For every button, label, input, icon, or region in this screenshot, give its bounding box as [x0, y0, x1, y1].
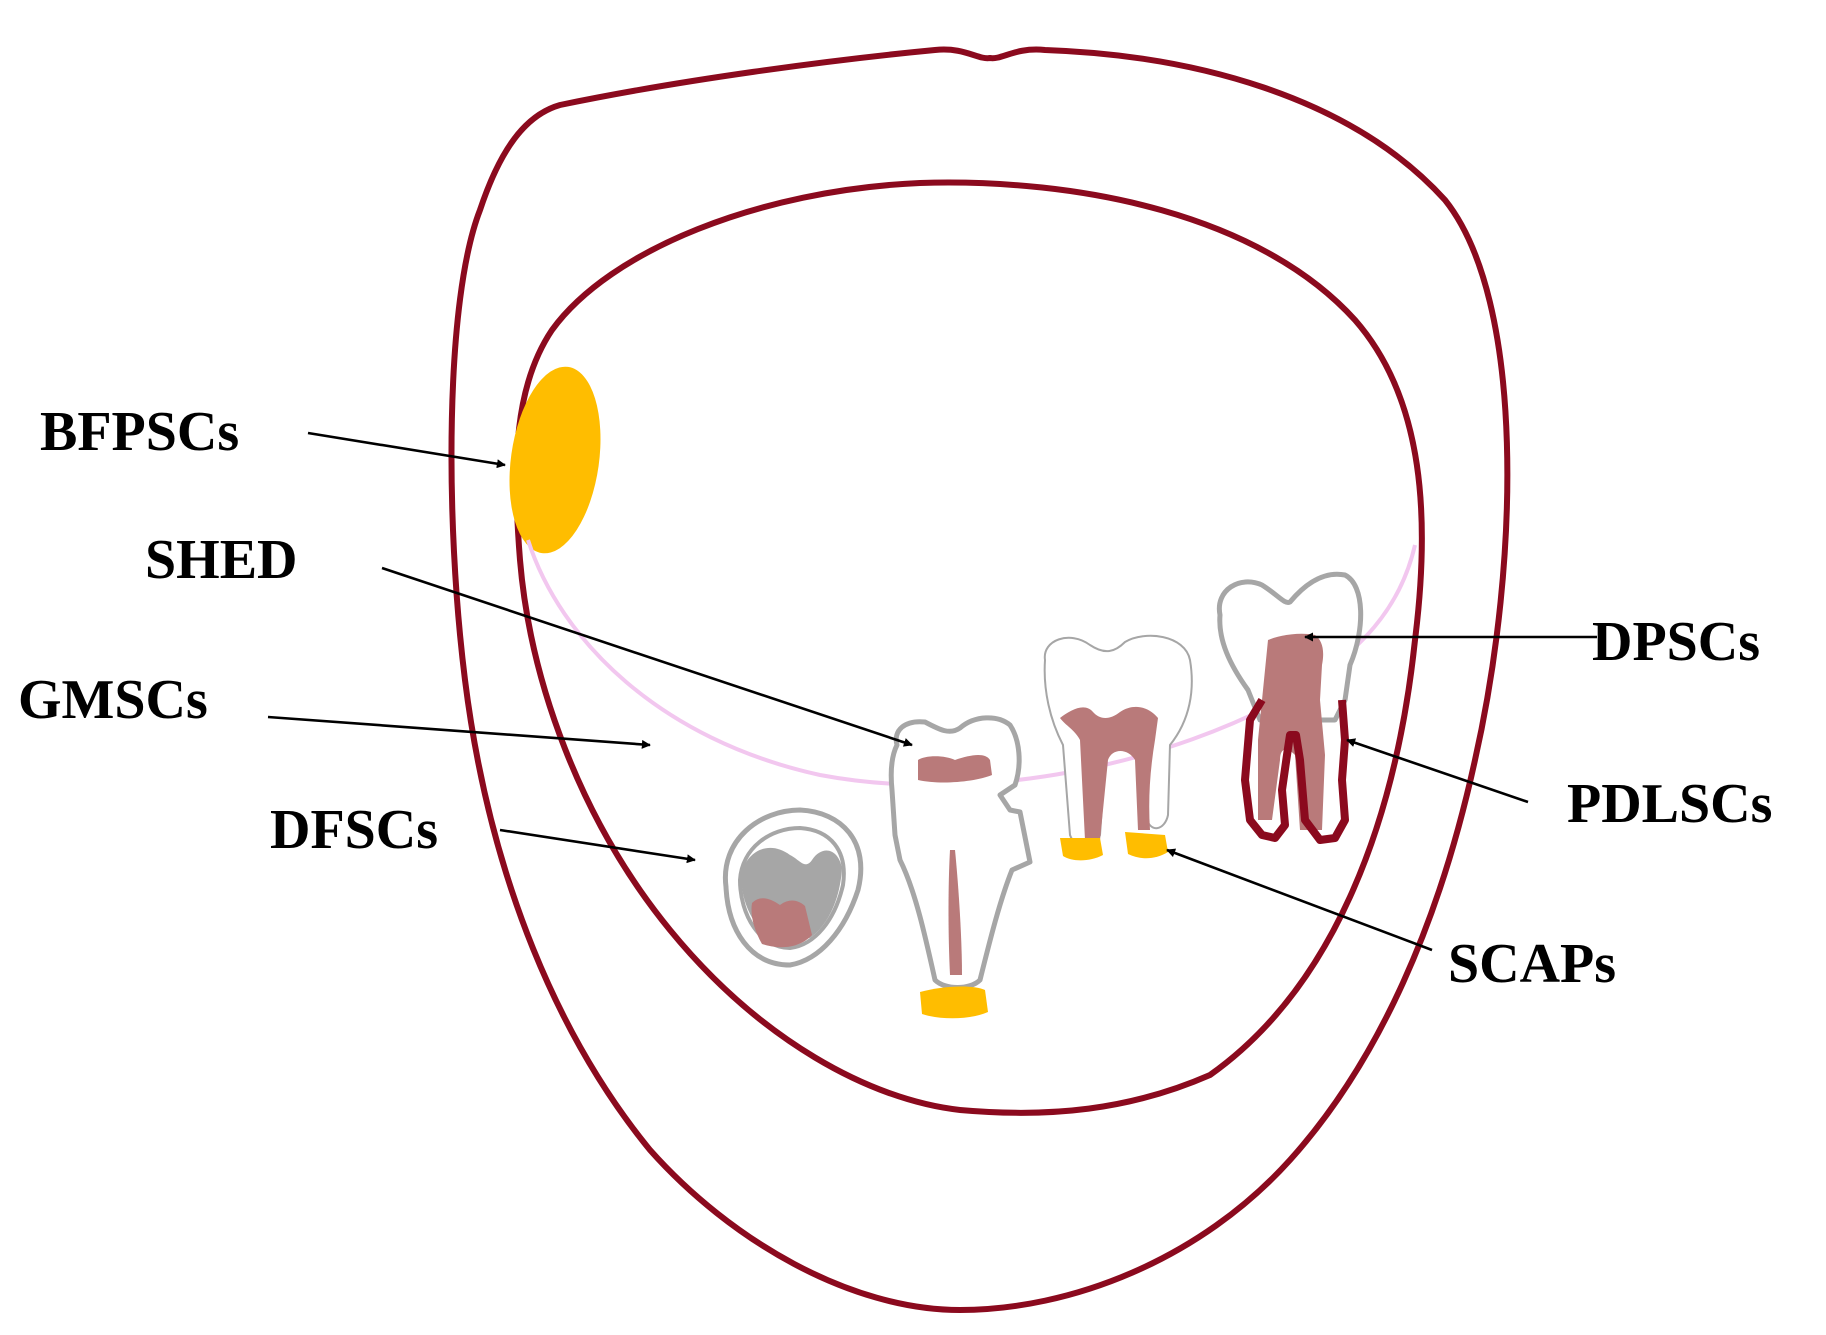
arrow-shed — [381, 566, 913, 747]
arrow-pdlscs — [1346, 738, 1529, 804]
label-dfscs: DFSCs — [270, 799, 438, 861]
label-bfpscs: BFPSCs — [40, 401, 239, 463]
arrow-bfpscs — [307, 431, 506, 469]
arrow-dfscs — [499, 828, 696, 864]
outer-lip-outline — [448, 46, 1511, 1313]
immature-molar — [1043, 634, 1193, 861]
inner-lip-outline — [513, 179, 1425, 1116]
arrow-scaps — [1166, 848, 1433, 952]
label-gmscs: GMSCs — [18, 669, 208, 731]
buccal-fat-pad — [509, 366, 601, 554]
label-dpscs: DPSCs — [1592, 611, 1760, 673]
mature-molar — [1216, 571, 1364, 844]
developing-tooth-follicle — [722, 807, 864, 968]
label-pdlscs: PDLSCs — [1567, 773, 1772, 835]
label-shed: SHED — [145, 529, 298, 591]
label-scaps: SCAPs — [1448, 933, 1616, 995]
arrow-gmscs — [267, 715, 651, 749]
deciduous-tooth — [888, 715, 1033, 1019]
